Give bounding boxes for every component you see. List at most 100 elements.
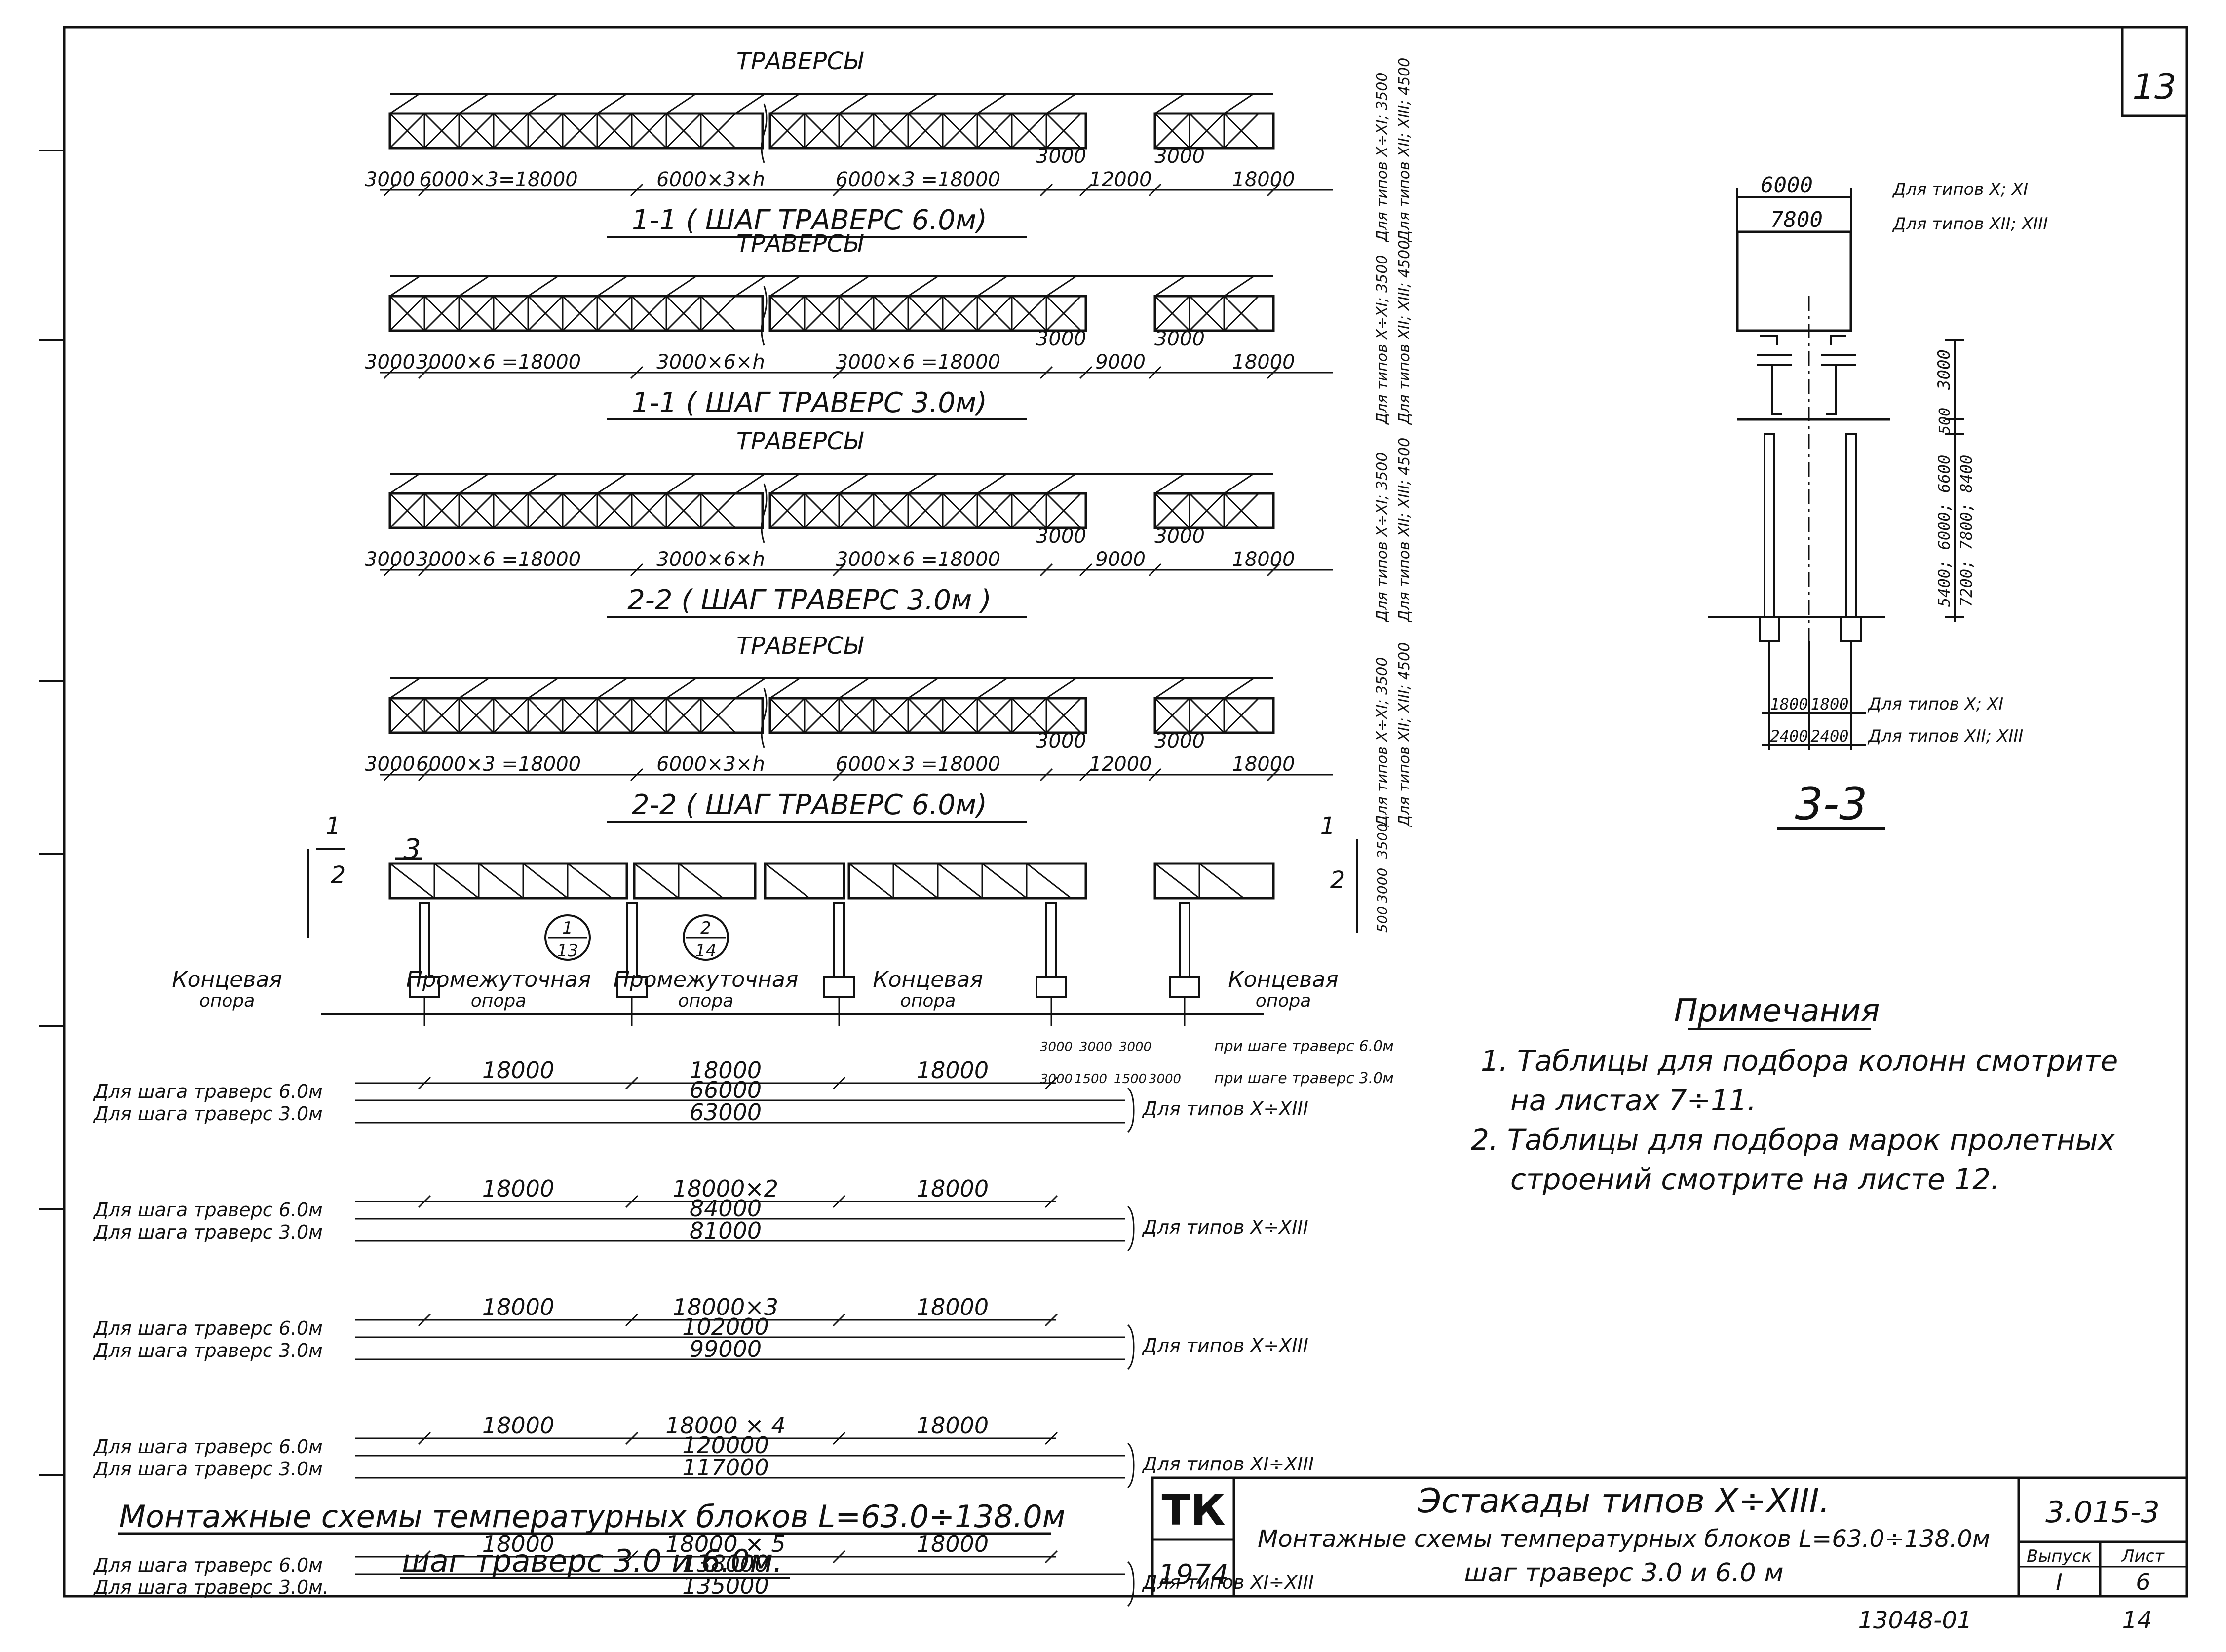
side-label: Для типов XII; XIII; 4500 [1396, 240, 1413, 425]
dimension-tick [1148, 366, 1162, 379]
truss-diagonal [1045, 697, 1082, 734]
truss-diagonal [631, 697, 667, 734]
truss-block [768, 112, 1087, 150]
dimension-tick [630, 563, 644, 577]
traverse [769, 93, 800, 114]
scheme-total: 99000 [690, 1336, 762, 1362]
truss-diagonal [493, 492, 529, 529]
traverse [908, 473, 938, 494]
dimension-label: 3000 [1036, 730, 1086, 752]
dimension-label: 6000×3 =18000 [836, 753, 1000, 776]
stamp-year: 1974 [1158, 1559, 1229, 1591]
side-label: Для типов X÷XI; 3500 [1374, 452, 1391, 623]
traverse [839, 93, 869, 114]
dimension-tick [625, 1550, 639, 1564]
dimension-label: 18000 [1232, 548, 1295, 571]
height-label: 500 [1374, 906, 1390, 933]
dimension-label: 3000×6 =18000 [836, 548, 1000, 571]
elevation-title: ТРАВЕРСЫ [736, 427, 864, 455]
scheme-label: Для шага траверс 6.0м [93, 1554, 323, 1576]
traverse [459, 677, 489, 699]
traverse [666, 275, 696, 297]
plan-truss [388, 862, 628, 900]
truss-diagonal [804, 492, 840, 529]
truss-diagonal [907, 697, 944, 734]
scheme-label: Для шага траверс 3.0м [93, 1221, 323, 1243]
traverse [666, 677, 696, 699]
truss-diagonal [873, 492, 909, 529]
scheme-types: Для типов XI÷XIII [1142, 1453, 1314, 1475]
right-dim: 3000 [1119, 1040, 1151, 1054]
dimension-tick [1044, 1076, 1058, 1090]
elevation-caption: 1-1 ( ШАГ ТРАВЕРС 3.0м) [632, 387, 987, 419]
plan-diagonal [893, 863, 938, 899]
plan-diagonal [982, 863, 1027, 899]
span-label: 18000 [917, 1294, 989, 1320]
plan-diagonal [937, 863, 983, 899]
span-label: 18000 [482, 1412, 554, 1439]
truss-diagonal [1011, 492, 1047, 529]
side-label: Для типов X÷XI; 3500 [1374, 657, 1391, 827]
truss-diagonal [527, 295, 564, 332]
plan-footing [1036, 976, 1067, 998]
truss-diagonal [1154, 697, 1190, 734]
right-dim-note: при шаге траверс 6.0м [1214, 1038, 1394, 1055]
brace [1127, 1561, 1135, 1607]
dimension-tick [418, 183, 431, 197]
elevation-caption: 1-1 ( ШАГ ТРАВЕРС 6.0м) [632, 204, 987, 236]
dimension-label: 3000×6 =18000 [836, 351, 1000, 374]
dimension-label: 12000 [1089, 753, 1151, 776]
section33-width-1-label: Для типов X; XI [1892, 180, 2028, 199]
span-label: 18000 [917, 1175, 989, 1202]
truss-diagonal [493, 697, 529, 734]
dimension-label: 6000×3 =18000 [416, 753, 581, 776]
right-dim: 1500 [1075, 1072, 1107, 1087]
section33-width-2-label: Для типов XII; XIII [1892, 214, 2048, 234]
truss-diagonal [631, 295, 667, 332]
tk-logo: ТК [1162, 1486, 1226, 1535]
plan-diagonal [434, 863, 479, 899]
dimension-tick [1039, 366, 1053, 379]
dimension-label: 3000×6 =18000 [416, 548, 581, 571]
section33-base-1a: 1800 [1770, 695, 1808, 713]
support-label: опора [1256, 991, 1311, 1011]
section33-base-2a: 2400 [1770, 727, 1808, 746]
dimension-label: 6000×3=18000 [419, 168, 578, 191]
brace [1127, 1205, 1135, 1252]
scheme-total: 102000 [682, 1314, 769, 1340]
traverse [459, 275, 489, 297]
section33-base-1b: 1800 [1810, 695, 1848, 713]
truss-diagonal [665, 492, 702, 529]
dimension-tick [418, 1313, 431, 1327]
span-label: 18000 [482, 1531, 554, 1557]
truss-diagonal [562, 295, 598, 332]
traverse [1154, 275, 1185, 297]
truss-diagonal [804, 113, 840, 149]
elevation-title: ТРАВЕРСЫ [736, 230, 864, 258]
break-mark [761, 286, 768, 346]
dimension-label: 3000×6×h [656, 548, 765, 571]
scheme-total: 117000 [682, 1454, 769, 1481]
dimension-tick [832, 768, 846, 782]
traverse [528, 473, 558, 494]
plan-diagonal [567, 863, 613, 899]
truss-diagonal [527, 492, 564, 529]
truss-diagonal [458, 492, 495, 529]
brace [1127, 1324, 1135, 1370]
dimension-tick [418, 1431, 431, 1445]
side-label: Для типов XII; XIII; 4500 [1396, 642, 1413, 827]
dimension-label: 9000 [1095, 548, 1146, 571]
truss-diagonal [458, 697, 495, 734]
dimension-tick [1044, 1195, 1058, 1208]
plan-diagonal [634, 863, 679, 899]
truss-diagonal [1045, 295, 1082, 332]
traverse [597, 677, 627, 699]
truss-diagonal [907, 492, 944, 529]
truss-diagonal [942, 295, 978, 332]
dimension-tick [1044, 1431, 1058, 1445]
dimension-tick [832, 1313, 846, 1327]
traverse [1224, 93, 1254, 114]
